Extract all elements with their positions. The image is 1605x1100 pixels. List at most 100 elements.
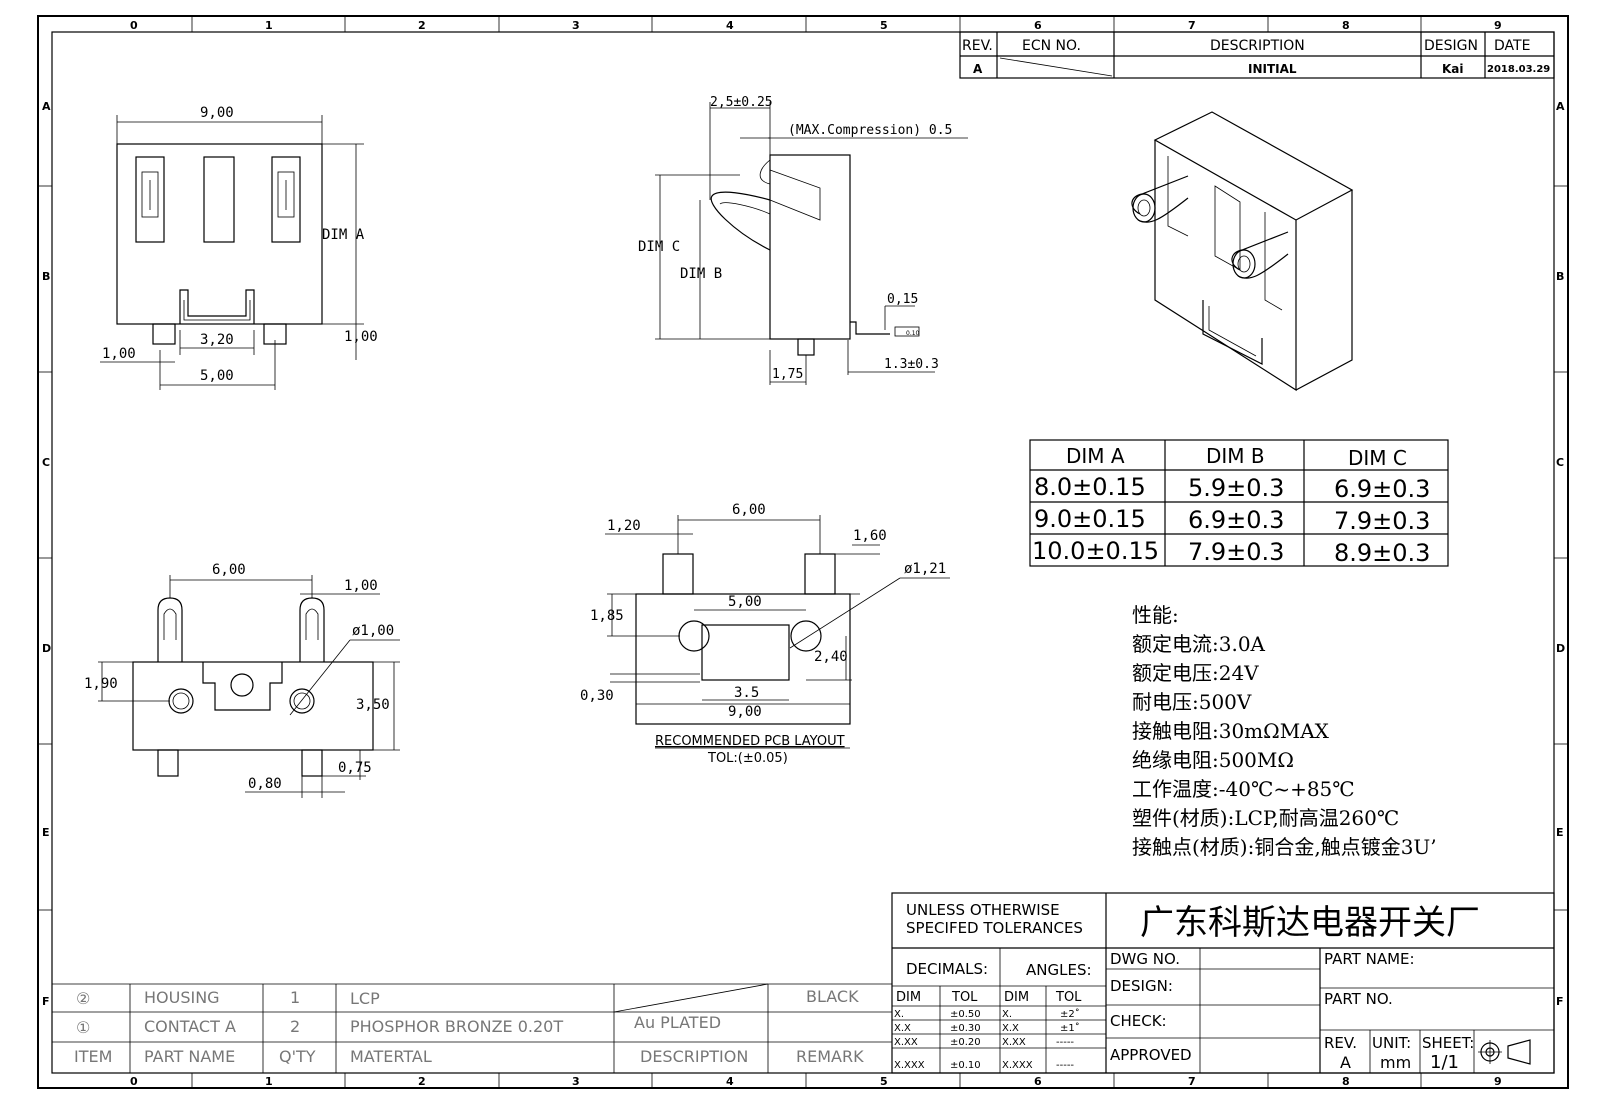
- zone-labels: 0 1 2 3 4 5 6 7 8 9 0 1 2 3 4 5 6 7 8 9 …: [42, 19, 1565, 1088]
- side-view: 2,5±0.25 (MAX.Compression) 0.5 DIM C DIM…: [638, 95, 968, 385]
- pcb-span-dim: 6,00: [732, 502, 766, 518]
- bottom-offset-dim: 1,90: [84, 676, 118, 692]
- tol-r3-dim: X.XX: [894, 1037, 918, 1048]
- zone-row-a-right: A: [1556, 100, 1565, 113]
- sheet-value: 1/1: [1430, 1052, 1459, 1073]
- dim-table-r3-b: 7.9±0.3: [1188, 538, 1284, 566]
- bom-header-remark: REMARK: [796, 1047, 864, 1066]
- dim-table-header-c: DIM C: [1348, 446, 1407, 470]
- tol-title-1: UNLESS OTHERWISE: [906, 901, 1060, 919]
- tol-r1-tol2: ±2˚: [1060, 1008, 1080, 1020]
- side-dim-b: DIM B: [680, 266, 722, 282]
- isometric-view: [1131, 111, 1354, 392]
- tol-r4-dim: X.XXX: [894, 1060, 925, 1071]
- dim-table-r1-a: 8.0±0.15: [1034, 473, 1146, 501]
- inner-border: [51, 31, 1555, 1074]
- pcb-hole-pitch-dim: 5,00: [728, 594, 762, 610]
- bom-r1-qty: 1: [290, 988, 300, 1007]
- front-width-dim: 9,00: [200, 105, 234, 121]
- bom-r1-material: LCP: [350, 989, 380, 1008]
- dim-table-r2-a: 9.0±0.15: [1034, 505, 1146, 533]
- zone-row-c-right: C: [1556, 456, 1564, 469]
- tol-r2-tol: ±0.30: [950, 1023, 981, 1034]
- bom-header-material: MATERTAL: [350, 1047, 432, 1066]
- pcb-tolerance: TOL:(±0.05): [707, 751, 788, 766]
- zone-col-4-bottom: 4: [726, 1075, 734, 1088]
- zone-col-9-bottom: 9: [1494, 1075, 1502, 1088]
- pcb-width-dim: 9,00: [728, 704, 762, 720]
- zone-col-9: 9: [1494, 19, 1502, 32]
- dwg-no-label: DWG NO.: [1110, 950, 1180, 968]
- front-pitch-outer: 5,00: [200, 368, 234, 384]
- pcb-pad-w-dim: 1,20: [607, 518, 641, 534]
- tol-r4-tol2: -----: [1056, 1060, 1074, 1071]
- zone-row-b: B: [42, 270, 50, 283]
- projection-symbol-icon: [1478, 1039, 1531, 1065]
- bom-r1-item: ②: [76, 989, 90, 1008]
- side-thickness-dim: 0,15: [887, 292, 918, 307]
- tol-r1-tol: ±0.50: [950, 1009, 981, 1020]
- tol-title-2: SPECIFED TOLERANCES: [906, 919, 1083, 937]
- approved-label: APPROVED: [1110, 1046, 1192, 1064]
- rev-value-title: A: [1340, 1053, 1351, 1072]
- pcb-pad-h-dim: 1,60: [853, 528, 887, 544]
- rev-value: A: [973, 62, 983, 76]
- front-view: 9,00 DIM A 1,00 5,00 3,20 1,00: [100, 105, 378, 390]
- bom-r2-item: ①: [76, 1018, 90, 1037]
- zone-row-d-right: D: [1556, 642, 1565, 655]
- angles-label: ANGLES:: [1026, 961, 1092, 979]
- bom-r1-remark: BLACK: [806, 987, 859, 1006]
- bottom-pin-dim: 1,00: [344, 578, 378, 594]
- zone-row-e-right: E: [1556, 826, 1564, 839]
- zone-col-6: 6: [1034, 19, 1042, 32]
- bottom-view: 6,00 1,00 ø1,00 1,90 3,50 0,75 0,80: [84, 562, 400, 798]
- spec-line-3: 耐电压:500V: [1132, 690, 1252, 714]
- part-no-label: PART NO.: [1324, 990, 1393, 1008]
- spec-line-1: 额定电流:3.0A: [1132, 632, 1266, 656]
- dim-table-r3-a: 10.0±0.15: [1032, 537, 1159, 565]
- tol-h-tol-2: TOL: [1055, 990, 1082, 1005]
- pcb-hole-y-dim: 2,40: [814, 649, 848, 665]
- pcb-layout: 6,00 1,20 1,60 ø1,21 5,00 1,85 2,40 0,30…: [580, 502, 950, 766]
- bom-r2-part: CONTACT A: [144, 1017, 236, 1036]
- bom-r2-qty: 2: [290, 1017, 300, 1036]
- outer-border: [37, 15, 1569, 1089]
- pcb-edge-dim: 1,85: [590, 608, 624, 624]
- revision-block: REV. ECN NO. DESCRIPTION DESIGN DATE A I…: [959, 31, 1555, 79]
- ecn-header: ECN NO.: [1022, 38, 1081, 54]
- tol-r4-tol: ±0.10: [950, 1060, 981, 1071]
- zone-col-5: 5: [880, 19, 888, 32]
- bom-r1-part: HOUSING: [144, 988, 220, 1007]
- bottom-span-dim: 6,00: [212, 562, 246, 578]
- tol-r3-tol2: -----: [1056, 1037, 1074, 1048]
- bottom-pin-out-dim: 0,75: [338, 760, 372, 776]
- zone-col-1: 1: [265, 19, 273, 32]
- zone-col-7: 7: [1188, 19, 1196, 32]
- zone-ticks: [38, 16, 1568, 1088]
- front-pitch-inner: 3,20: [200, 332, 234, 348]
- date-header: DATE: [1494, 38, 1530, 54]
- pcb-strip-dim: 0,30: [580, 688, 614, 704]
- tol-r2-dim: X.X: [894, 1023, 911, 1034]
- zone-col-4: 4: [726, 19, 734, 32]
- tol-r4-dim2: X.XXX: [1002, 1060, 1033, 1071]
- pcb-hole-dim: ø1,21: [904, 561, 946, 577]
- spec-line-5: 绝缘电阻:500MΩ: [1132, 748, 1294, 772]
- zone-col-6-bottom: 6: [1034, 1075, 1042, 1088]
- date-value: 2018.03.29: [1487, 64, 1550, 75]
- tol-h-tol-1: TOL: [951, 990, 978, 1005]
- tol-r2-tol2: ±1˚: [1060, 1022, 1080, 1034]
- zone-col-8-bottom: 8: [1342, 1075, 1350, 1088]
- zone-col-0: 0: [130, 19, 138, 32]
- title-block: UNLESS OTHERWISE SPECIFED TOLERANCES DEC…: [891, 892, 1555, 1074]
- tol-r3-dim2: X.XX: [1002, 1037, 1026, 1048]
- zone-col-8: 8: [1342, 19, 1350, 32]
- bom-r2-description: Au PLATED: [634, 1013, 721, 1032]
- front-pin-right-dim: 1,00: [344, 329, 378, 345]
- tol-r1-dim: X.: [894, 1009, 904, 1020]
- dim-table-header-a: DIM A: [1066, 444, 1125, 468]
- rev-label: REV.: [1324, 1034, 1357, 1052]
- zone-row-f-right: F: [1556, 995, 1564, 1008]
- spec-list: 性能: 额定电流:3.0A 额定电压:24V 耐电压:500V 接触电阻:30m…: [1132, 603, 1437, 859]
- bom-header-qty: Q'TY: [279, 1047, 316, 1066]
